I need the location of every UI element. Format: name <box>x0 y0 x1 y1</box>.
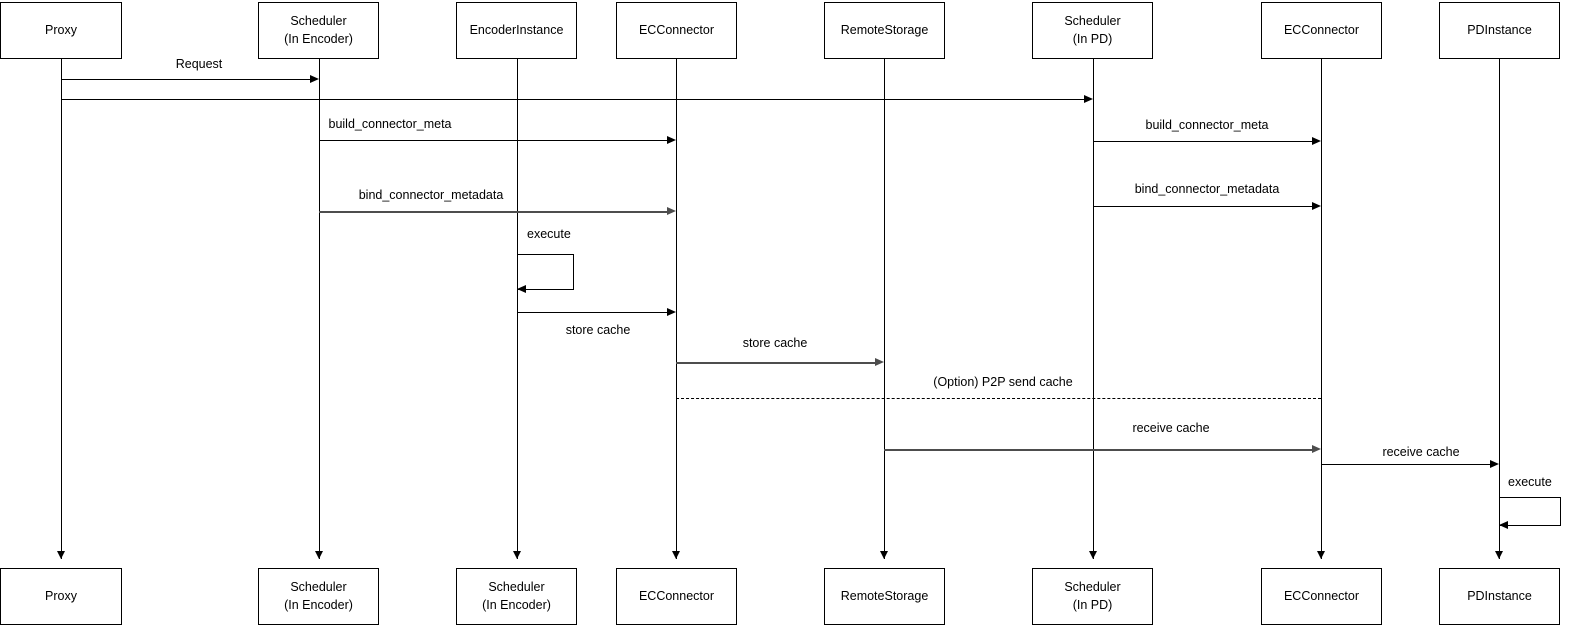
lifeline-end-arrow-icon <box>1495 551 1503 559</box>
participant-label: EncoderInstance <box>469 22 564 37</box>
lifeline-pdinstance <box>1499 59 1500 559</box>
participant-box-top-proxy[interactable]: Proxy <box>0 2 122 59</box>
message-line-store-cache-remote[interactable] <box>676 362 875 364</box>
participant-box-bottom-scheduler-in-encoder[interactable]: Scheduler (In Encoder) <box>258 568 379 625</box>
message-arrowhead-icon <box>310 75 319 83</box>
participant-label: ECConnector <box>1283 22 1360 37</box>
message-label-request: Request <box>175 57 223 71</box>
message-label-p2p-send-cache: (Option) P2P send cache <box>933 375 1073 389</box>
message-line-request[interactable] <box>61 79 310 80</box>
message-arrowhead-icon <box>667 136 676 144</box>
lifeline-end-arrow-icon <box>1089 551 1097 559</box>
message-label-bind-connector-metadata-right: bind_connector_metadata <box>1134 182 1280 196</box>
participant-box-top-pdinstance[interactable]: PDInstance <box>1439 2 1560 59</box>
message-arrowhead-icon <box>875 358 884 366</box>
participant-label: RemoteStorage <box>840 588 929 603</box>
participant-label: Scheduler <box>1064 580 1121 595</box>
message-arrowhead-icon <box>1312 137 1321 145</box>
message-arrowhead-icon <box>667 308 676 316</box>
message-line-proxy-to-scheduler-pd[interactable] <box>61 99 1084 100</box>
message-line-store-cache-encoder[interactable] <box>518 312 667 313</box>
lifeline-ecconn-right <box>1321 59 1322 559</box>
participant-sublabel: (In PD) <box>1072 31 1113 46</box>
participant-box-top-scheduler-in-pd[interactable]: Scheduler (In PD) <box>1032 2 1153 59</box>
participant-label: ECConnector <box>1283 588 1360 603</box>
message-label-store-cache-encoder: store cache <box>565 323 631 337</box>
message-arrowhead-icon <box>1084 95 1093 103</box>
participant-box-top-encoderinstance[interactable]: EncoderInstance <box>456 2 577 59</box>
message-label-receive-cache-pd: receive cache <box>1382 445 1460 459</box>
participant-box-bottom-remotestorage[interactable]: RemoteStorage <box>824 568 945 625</box>
participant-box-bottom-scheduler-in-pd[interactable]: Scheduler (In PD) <box>1032 568 1153 625</box>
self-message-loop-encoder[interactable] <box>517 254 574 290</box>
participant-box-bottom-ecconnector-right[interactable]: ECConnector <box>1261 568 1382 625</box>
message-label-execute-pdinstance: execute <box>1508 475 1552 489</box>
message-arrowhead-icon <box>667 207 676 215</box>
message-label-receive-cache-remote: receive cache <box>1132 421 1210 435</box>
lifeline-end-arrow-icon <box>315 551 323 559</box>
lifeline-end-arrow-icon <box>57 551 65 559</box>
message-label-store-cache-remote: store cache <box>742 336 808 350</box>
message-line-p2p-send-cache[interactable] <box>676 398 1321 399</box>
participant-label: Proxy <box>45 588 77 603</box>
message-label-build-connector-meta-right: build_connector_meta <box>1145 118 1269 132</box>
participant-box-bottom-ecconnector-left[interactable]: ECConnector <box>616 568 737 625</box>
participant-label: Proxy <box>45 22 77 37</box>
message-arrowhead-icon <box>517 285 526 293</box>
message-label-execute-encoder: execute <box>527 227 571 241</box>
lifeline-sched-enc <box>319 59 320 559</box>
participant-box-bottom-encoderinstance[interactable]: Scheduler (In Encoder) <box>456 568 577 625</box>
participant-box-top-ecconnector-right[interactable]: ECConnector <box>1261 2 1382 59</box>
participant-label: ECConnector <box>638 22 715 37</box>
message-arrowhead-icon <box>1312 202 1321 210</box>
participant-label: ECConnector <box>638 588 715 603</box>
message-line-build-connector-meta-left[interactable] <box>319 140 667 141</box>
lifeline-end-arrow-icon <box>672 551 680 559</box>
participant-label: Scheduler <box>1064 14 1121 29</box>
participant-box-top-scheduler-in-encoder[interactable]: Scheduler (In Encoder) <box>258 2 379 59</box>
participant-sublabel: (In PD) <box>1072 597 1113 612</box>
message-arrowhead-icon <box>1490 460 1499 468</box>
lifeline-end-arrow-icon <box>513 551 521 559</box>
lifeline-proxy <box>61 59 62 559</box>
participant-label: RemoteStorage <box>840 22 929 37</box>
self-message-loop-pdinstance[interactable] <box>1499 497 1561 526</box>
message-line-receive-cache-remote[interactable] <box>884 449 1312 451</box>
participant-box-top-remotestorage[interactable]: RemoteStorage <box>824 2 945 59</box>
lifeline-encoder <box>517 59 518 559</box>
participant-sublabel: (In Encoder) <box>482 597 551 612</box>
lifeline-ecconn-left <box>676 59 677 559</box>
message-arrowhead-icon <box>1499 521 1508 529</box>
participant-sublabel: (In Encoder) <box>284 597 353 612</box>
participant-label: Scheduler <box>290 580 347 595</box>
participant-sublabel: (In Encoder) <box>284 31 353 46</box>
participant-label: Scheduler <box>488 580 545 595</box>
message-arrowhead-icon <box>1312 445 1321 453</box>
message-line-build-connector-meta-right[interactable] <box>1093 141 1312 142</box>
participant-box-bottom-pdinstance[interactable]: PDInstance <box>1439 568 1560 625</box>
participant-label: PDInstance <box>1467 22 1532 37</box>
participant-box-bottom-proxy[interactable]: Proxy <box>0 568 122 625</box>
lifeline-end-arrow-icon <box>880 551 888 559</box>
message-label-build-connector-meta-left: build_connector_meta <box>328 117 452 131</box>
message-line-receive-cache-pd[interactable] <box>1321 464 1490 465</box>
lifeline-remote <box>884 59 885 559</box>
lifeline-end-arrow-icon <box>1317 551 1325 559</box>
participant-label: PDInstance <box>1467 588 1532 603</box>
message-label-bind-connector-metadata-left: bind_connector_metadata <box>358 188 504 202</box>
message-line-bind-connector-metadata-left[interactable] <box>319 211 667 213</box>
message-line-bind-connector-metadata-right[interactable] <box>1093 206 1312 207</box>
participant-box-top-ecconnector-left[interactable]: ECConnector <box>616 2 737 59</box>
participant-label: Scheduler <box>290 14 347 29</box>
lifeline-sched-pd <box>1093 59 1094 559</box>
